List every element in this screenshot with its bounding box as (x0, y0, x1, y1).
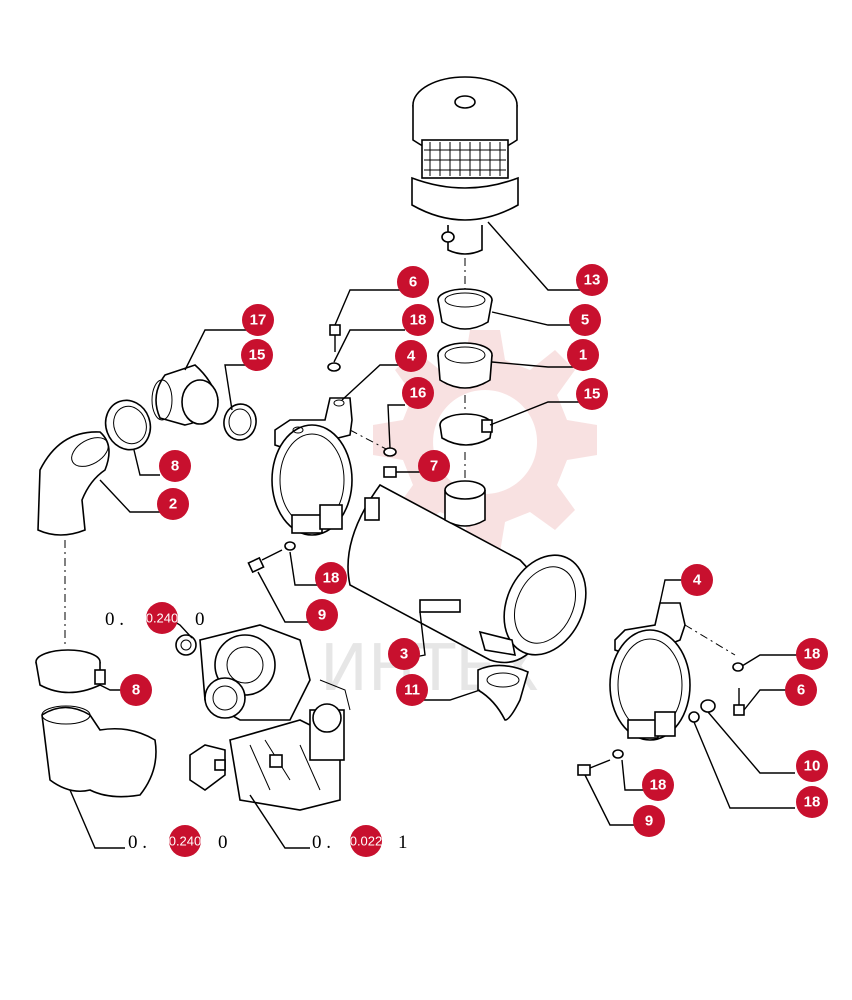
callout-6[interactable]: 6 (397, 266, 429, 298)
cross-reference-1[interactable]: 0 . 0.240 0 (105, 602, 205, 634)
washer-18-right-top (732, 662, 744, 672)
callout-label: 4 (693, 572, 702, 589)
callout-label: 17 (250, 312, 267, 329)
callout-18[interactable]: 18 (315, 562, 347, 594)
callout-label: 2 (169, 496, 177, 513)
callout-label: 3 (400, 646, 408, 663)
washer-18-left (284, 541, 296, 551)
callout-4[interactable]: 4 (681, 564, 713, 596)
reference-prefix: 0 . (128, 832, 147, 853)
callout-5[interactable]: 5 (569, 304, 601, 336)
air-filter-housing (347, 480, 587, 664)
reference-suffix: 0 (195, 609, 205, 630)
callout-label: 18 (804, 794, 821, 811)
callout-label: 6 (409, 274, 417, 291)
callout-4[interactable]: 4 (395, 340, 427, 372)
callout-label: 11 (404, 682, 420, 699)
washer-16 (383, 447, 397, 457)
hose-clamp-8-top (104, 399, 152, 451)
reference-code: 0.022 (350, 834, 383, 849)
callout-label: 18 (804, 646, 821, 663)
hose-clamp-15-left (223, 403, 257, 441)
bolt-6-top (329, 324, 341, 352)
dust-valve (477, 664, 529, 721)
washer-18-bottom (612, 749, 624, 759)
mounting-bracket-right (609, 602, 691, 741)
reference-suffix: 1 (398, 832, 408, 853)
callout-7[interactable]: 7 (418, 450, 450, 482)
callout-15[interactable]: 15 (241, 339, 273, 371)
callout-label: 4 (407, 348, 416, 365)
nut-7 (383, 466, 397, 478)
callout-label: 16 (410, 385, 427, 402)
callout-11[interactable]: 11 (396, 674, 428, 706)
callout-8[interactable]: 8 (159, 450, 191, 482)
callout-label: 7 (430, 458, 438, 475)
callout-label: 8 (132, 682, 140, 699)
lower-hose (41, 705, 157, 798)
callout-18[interactable]: 18 (796, 638, 828, 670)
callout-9[interactable]: 9 (633, 805, 665, 837)
callout-13[interactable]: 13 (576, 264, 608, 296)
bolt-6-right (733, 688, 745, 716)
callout-6[interactable]: 6 (785, 674, 817, 706)
callout-8[interactable]: 8 (120, 674, 152, 706)
bolt-9-right (577, 759, 611, 776)
callout-label: 18 (410, 312, 427, 329)
reference-prefix: 0 . (105, 609, 124, 630)
reference-code: 0.240 (169, 834, 202, 849)
callout-label: 18 (650, 777, 667, 794)
callout-label: 8 (171, 458, 179, 475)
hose-2 (37, 431, 110, 536)
reference-code: 0.240 (146, 611, 179, 626)
callout-label: 1 (579, 347, 587, 364)
callout-9[interactable]: 9 (306, 599, 338, 631)
turbocharger-engine-assembly (175, 624, 351, 811)
callout-label: 15 (584, 386, 601, 403)
hose-clamp-15-right (439, 413, 493, 446)
callout-label: 6 (797, 682, 805, 699)
callout-18[interactable]: 18 (796, 786, 828, 818)
reference-suffix: 0 (218, 832, 228, 853)
pre-cleaner-cap (411, 76, 519, 255)
cross-reference-2[interactable]: 0 . 0.240 0 (128, 825, 228, 857)
callout-17[interactable]: 17 (242, 304, 274, 336)
cross-reference-3[interactable]: 0 . 0.022 1 (312, 825, 408, 857)
callout-18[interactable]: 18 (402, 304, 434, 336)
elbow-17 (151, 364, 219, 426)
callout-label: 10 (804, 758, 821, 775)
callout-label: 13 (584, 272, 601, 289)
mounting-bracket-left (271, 397, 353, 536)
callout-10[interactable]: 10 (796, 750, 828, 782)
callout-label: 18 (323, 570, 340, 587)
washer-18-right (688, 711, 700, 723)
callout-16[interactable]: 16 (402, 377, 434, 409)
reference-prefix: 0 . (312, 832, 331, 853)
callout-label: 15 (249, 347, 266, 364)
rubber-sleeve-5 (437, 288, 493, 330)
callout-15[interactable]: 15 (576, 378, 608, 410)
callout-3[interactable]: 3 (388, 638, 420, 670)
washer-18-top (327, 362, 341, 372)
callout-label: 5 (581, 312, 589, 329)
nut-10 (700, 699, 716, 713)
callout-2[interactable]: 2 (157, 488, 189, 520)
callout-18[interactable]: 18 (642, 769, 674, 801)
callout-1[interactable]: 1 (567, 339, 599, 371)
hose-clamp-8-bottom (35, 649, 106, 694)
callout-label: 9 (318, 607, 326, 624)
callout-label: 9 (645, 813, 653, 830)
rubber-sleeve-1 (437, 342, 493, 389)
bolt-9-left (247, 549, 283, 574)
